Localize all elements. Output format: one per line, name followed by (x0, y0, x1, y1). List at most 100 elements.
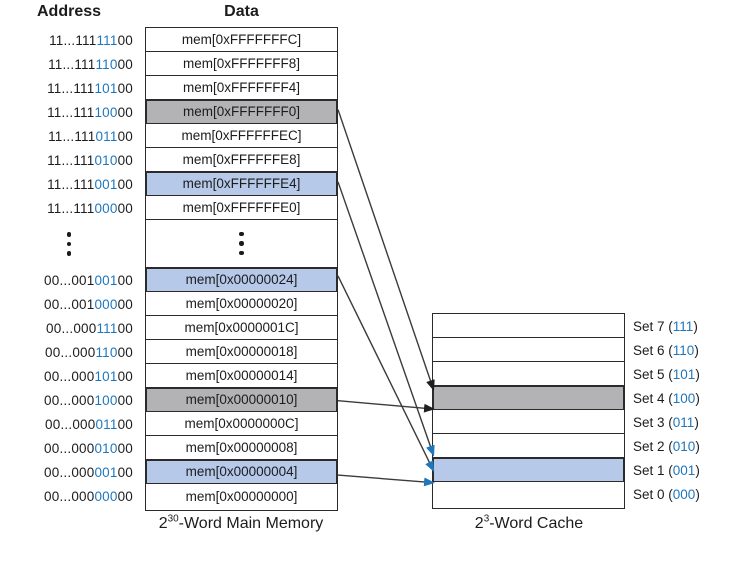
cache-set-row (433, 434, 624, 458)
memory-cell: mem[0x00000024] (146, 268, 337, 292)
address-tag-bits: 11...111 (47, 176, 95, 192)
address-tag-bits: 11...111 (48, 56, 96, 72)
cache-set-label: Set 3 (011) (633, 410, 732, 434)
memory-cell: mem[0xFFFFFFFC] (146, 28, 337, 52)
address-tag-bits: 11...111 (49, 32, 97, 48)
vertical-ellipsis-icon (66, 241, 72, 247)
memory-cell: mem[0x0000001C] (146, 316, 337, 340)
address-tag-bits: 11...111 (47, 80, 95, 96)
memory-cell: mem[0xFFFFFFF0] (146, 100, 337, 124)
cache-set-label: Set 4 (100) (633, 386, 732, 410)
address-offset-bits: 00 (117, 32, 133, 48)
cache-set-label: Set 2 (010) (633, 434, 732, 458)
set-label-close: ) (695, 366, 700, 382)
set-label-text: Set 6 ( (633, 342, 673, 358)
address-tag-bits: 00...000 (44, 488, 95, 504)
address-set-bits: 010 (94, 152, 118, 168)
cache-set-row (433, 458, 624, 482)
cache-set-label: Set 7 (111) (633, 314, 732, 338)
set-label-close: ) (695, 390, 700, 406)
cache-caption: 23-Word Cache (433, 513, 625, 533)
cache-set-labels: Set 7 (111)Set 6 (110)Set 5 (101)Set 4 (… (633, 314, 732, 506)
address-set-bits: 001 (94, 464, 118, 480)
address-offset-bits: 00 (117, 152, 133, 168)
address-tag-bits: 11...111 (47, 152, 95, 168)
memory-cell: mem[0x00000004] (146, 460, 337, 484)
memory-cell: mem[0xFFFFFFF8] (146, 52, 337, 76)
set-index-bits: 111 (672, 318, 694, 334)
cache-box (432, 313, 625, 509)
set-label-text: Set 0 ( (633, 486, 673, 502)
cache-set-row (433, 314, 624, 338)
address-tag-bits: 00...001 (44, 296, 95, 312)
address-tag-bits: 00...000 (45, 344, 96, 360)
cache-caption-exponent: 3 (483, 513, 490, 525)
memory-cell: mem[0x00000010] (146, 388, 337, 412)
address-set-bits: 111 (96, 32, 118, 48)
address-set-bits: 101 (94, 368, 118, 384)
address-tag-bits: 11...111 (47, 104, 95, 120)
set-label-close: ) (694, 414, 699, 430)
vertical-ellipsis-icon (66, 251, 72, 256)
memory-cell: mem[0xFFFFFFEC] (146, 124, 337, 148)
address-set-bits: 001 (94, 272, 118, 288)
address-column-header: Address (36, 3, 102, 20)
set-index-bits: 000 (672, 486, 696, 502)
set-label-text: Set 3 ( (633, 414, 673, 430)
mapping-arrow (337, 474, 435, 487)
address-set-bits: 010 (94, 440, 118, 456)
address-ellipsis (0, 220, 138, 268)
address-offset-bits: 00 (117, 128, 133, 144)
set-label-text: Set 1 ( (633, 462, 673, 478)
address-offset-bits: 00 (117, 416, 133, 432)
address-set-bits: 100 (94, 104, 118, 120)
main-memory-box: mem[0xFFFFFFFC]mem[0xFFFFFFF8] mem[0xFFFF… (145, 27, 338, 511)
memory-caption-suffix: -Word Main Memory (178, 515, 324, 532)
mapping-arrow (337, 275, 435, 473)
address-set-bits: 011 (95, 416, 118, 432)
address-set-bits: 001 (94, 176, 118, 192)
memory-cell: mem[0xFFFFFFE8] (146, 148, 337, 172)
memory-caption-exponent: 30 (167, 513, 179, 525)
address-tag-bits: 00...000 (46, 320, 97, 336)
cache-set-row (433, 338, 624, 362)
cache-set-label: Set 1 (001) (633, 458, 732, 482)
address-offset-bits: 00 (117, 368, 133, 384)
address-set-bits: 000 (94, 488, 118, 504)
vertical-ellipsis-icon (239, 250, 244, 256)
set-label-close: ) (695, 462, 700, 478)
set-label-text: Set 4 ( (633, 390, 673, 406)
address-offset-bits: 00 (117, 272, 133, 288)
memory-cell: mem[0x00000020] (146, 292, 337, 316)
set-label-close: ) (694, 342, 699, 358)
cache-caption-base: 2 (474, 515, 484, 532)
address-set-bits: 101 (94, 80, 118, 96)
set-label-close: ) (693, 318, 698, 334)
cache-set-label: Set 5 (101) (633, 362, 732, 386)
address-tag-bits: 00...000 (45, 416, 96, 432)
address-set-bits: 000 (94, 296, 118, 312)
cache-set-row (433, 362, 624, 386)
set-index-bits: 101 (672, 366, 696, 382)
address-tag-bits: 11...111 (47, 200, 95, 216)
cache-set-row (433, 386, 624, 410)
set-label-text: Set 2 ( (633, 438, 673, 454)
address-set-bits: 110 (95, 344, 118, 360)
memory-cell: mem[0x00000018] (146, 340, 337, 364)
address-tag-bits: 00...000 (44, 464, 95, 480)
cache-set-label: Set 6 (110) (633, 338, 732, 362)
set-label-text: Set 5 ( (633, 366, 673, 382)
